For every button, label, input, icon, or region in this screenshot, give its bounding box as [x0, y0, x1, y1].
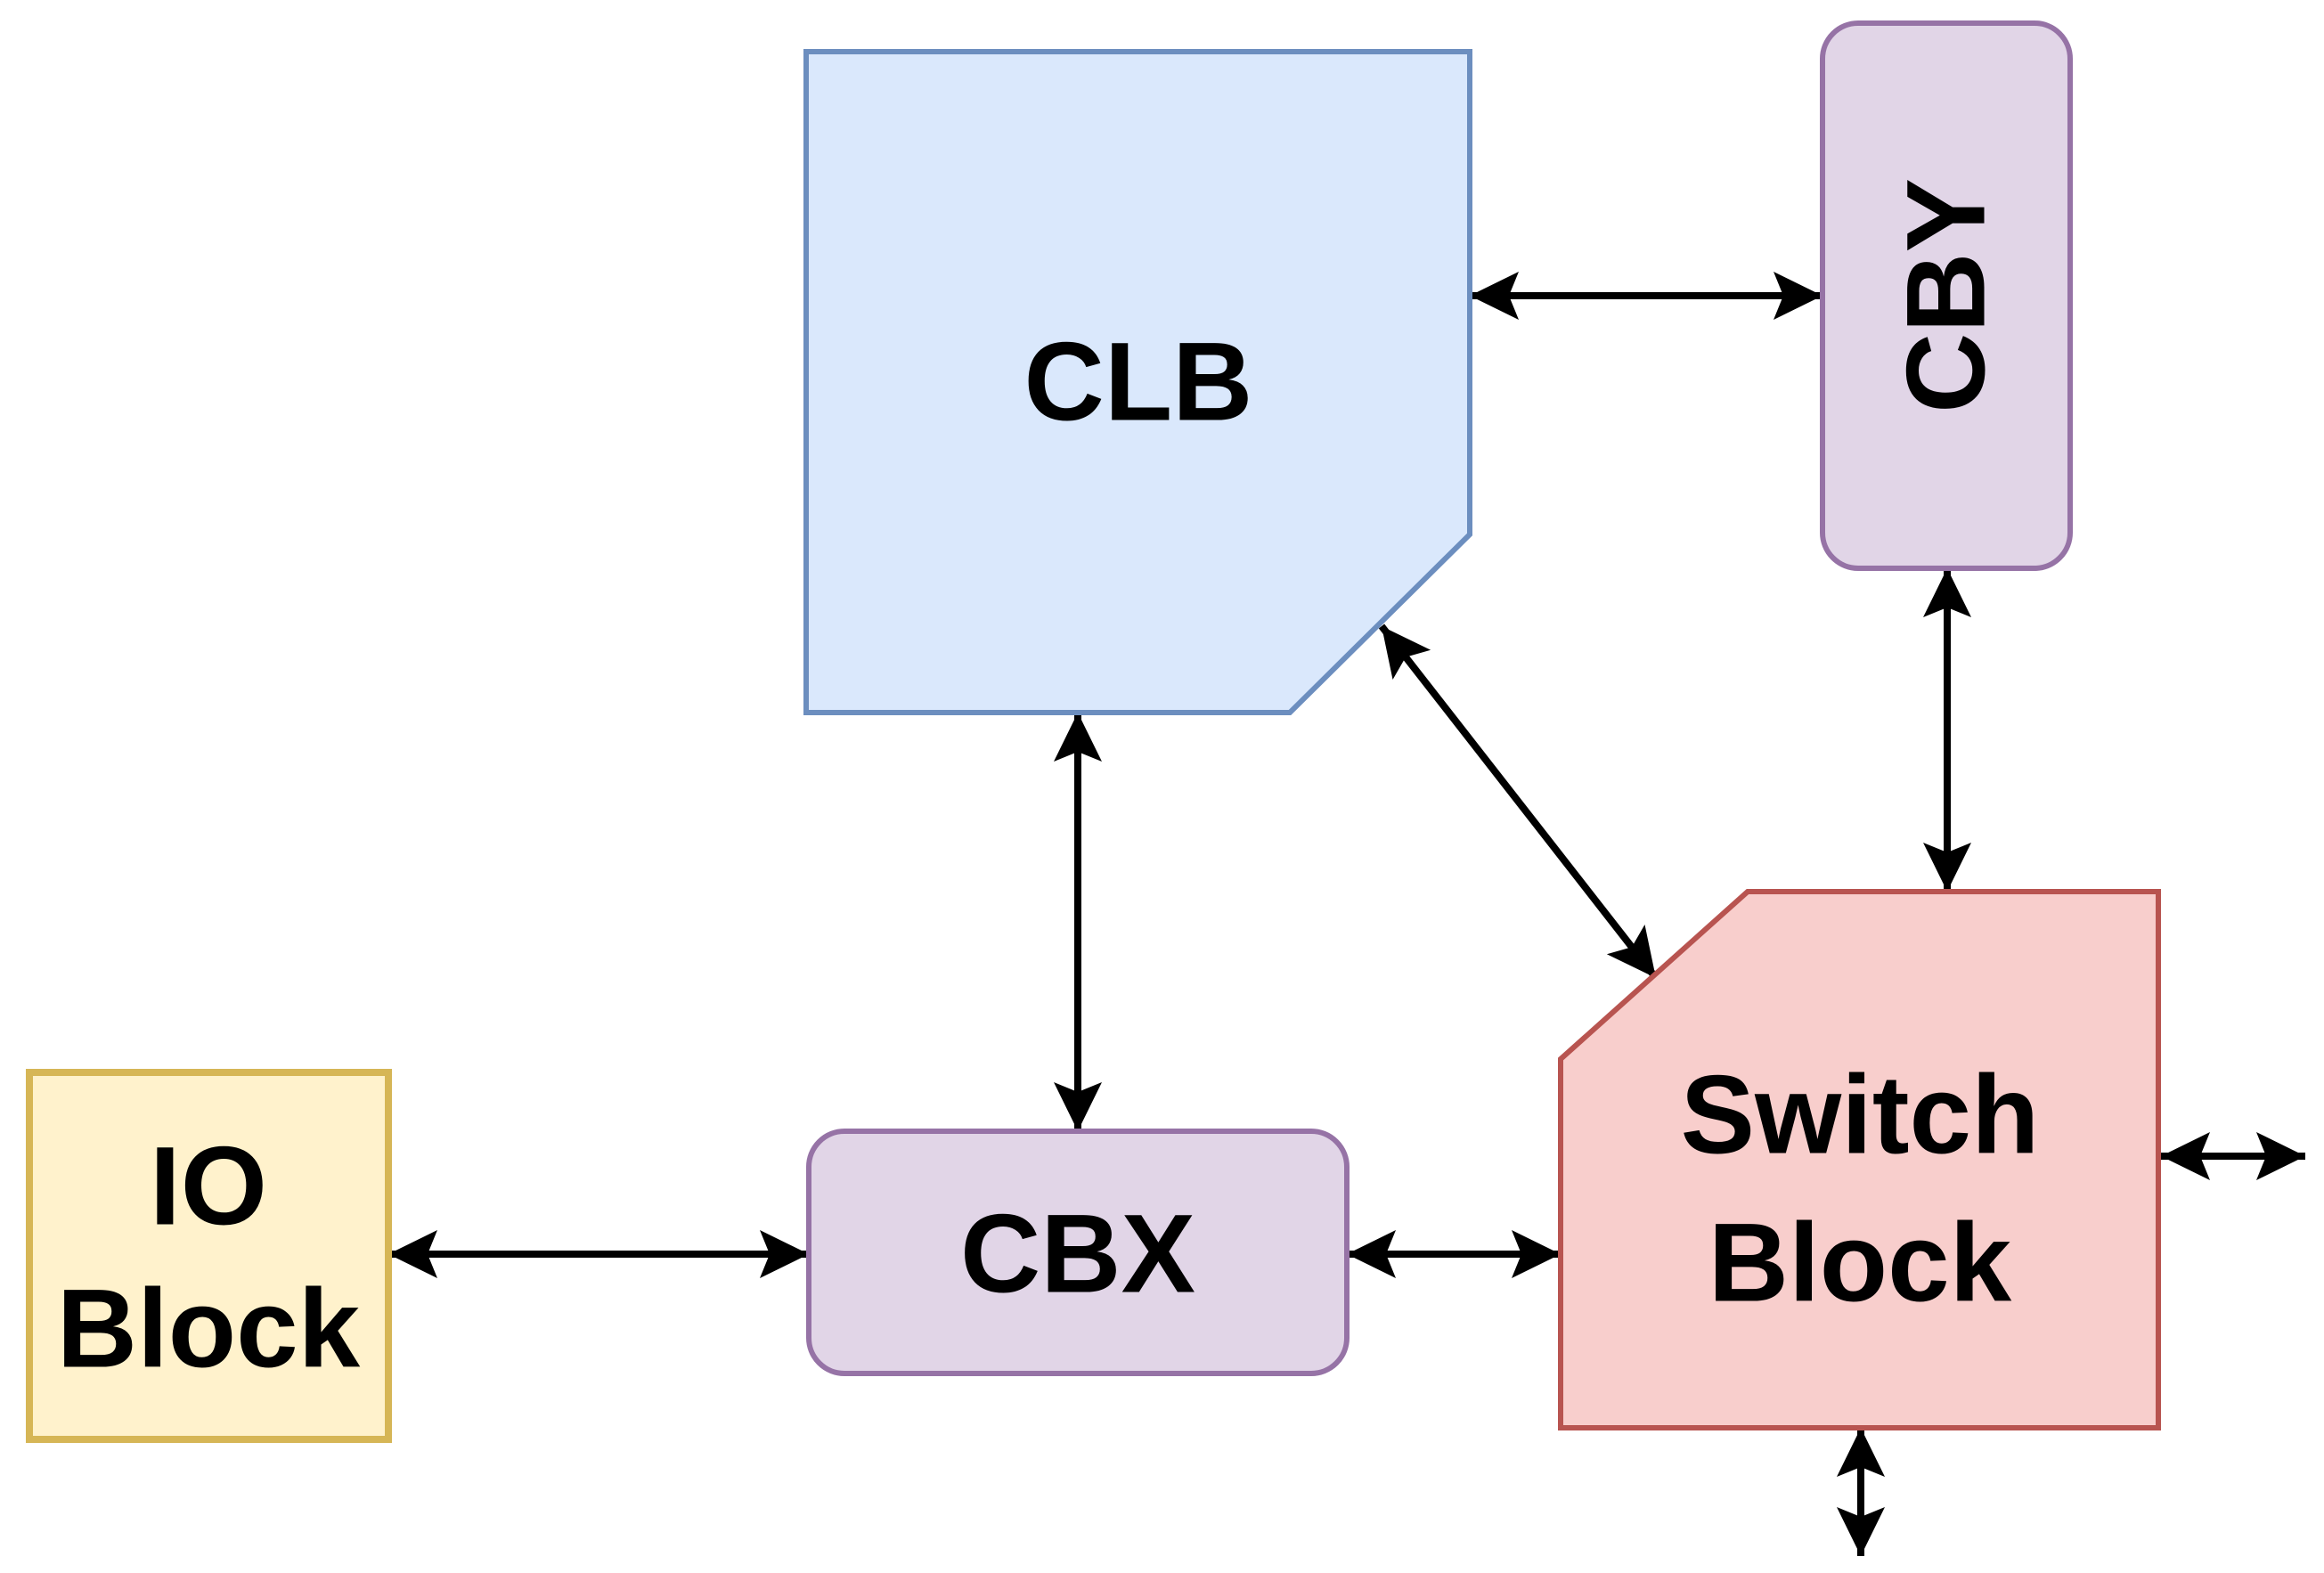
cby-node [1820, 20, 2073, 571]
io-block-node [26, 1069, 392, 1443]
cbx-label: CBX [960, 1193, 1195, 1316]
edge-clb-switch-block [1378, 623, 1659, 981]
switch-block-node [1558, 889, 2161, 1430]
clb-label: CLB [1024, 321, 1253, 444]
io-block-label-line2: Block [57, 1267, 361, 1391]
edges-layer [388, 272, 2305, 1556]
nodes-layer: CLB CBY CBX Switch Block IO Block [26, 20, 2161, 1443]
io-block-label-line1: IO [150, 1125, 267, 1249]
clb-node [803, 49, 1472, 715]
switch-block-label-line1: Switch [1681, 1054, 2040, 1178]
switch-block-label-line2: Block [1708, 1202, 2012, 1325]
cbx-node [806, 1129, 1350, 1376]
cby-label: CBY [1885, 178, 2009, 413]
